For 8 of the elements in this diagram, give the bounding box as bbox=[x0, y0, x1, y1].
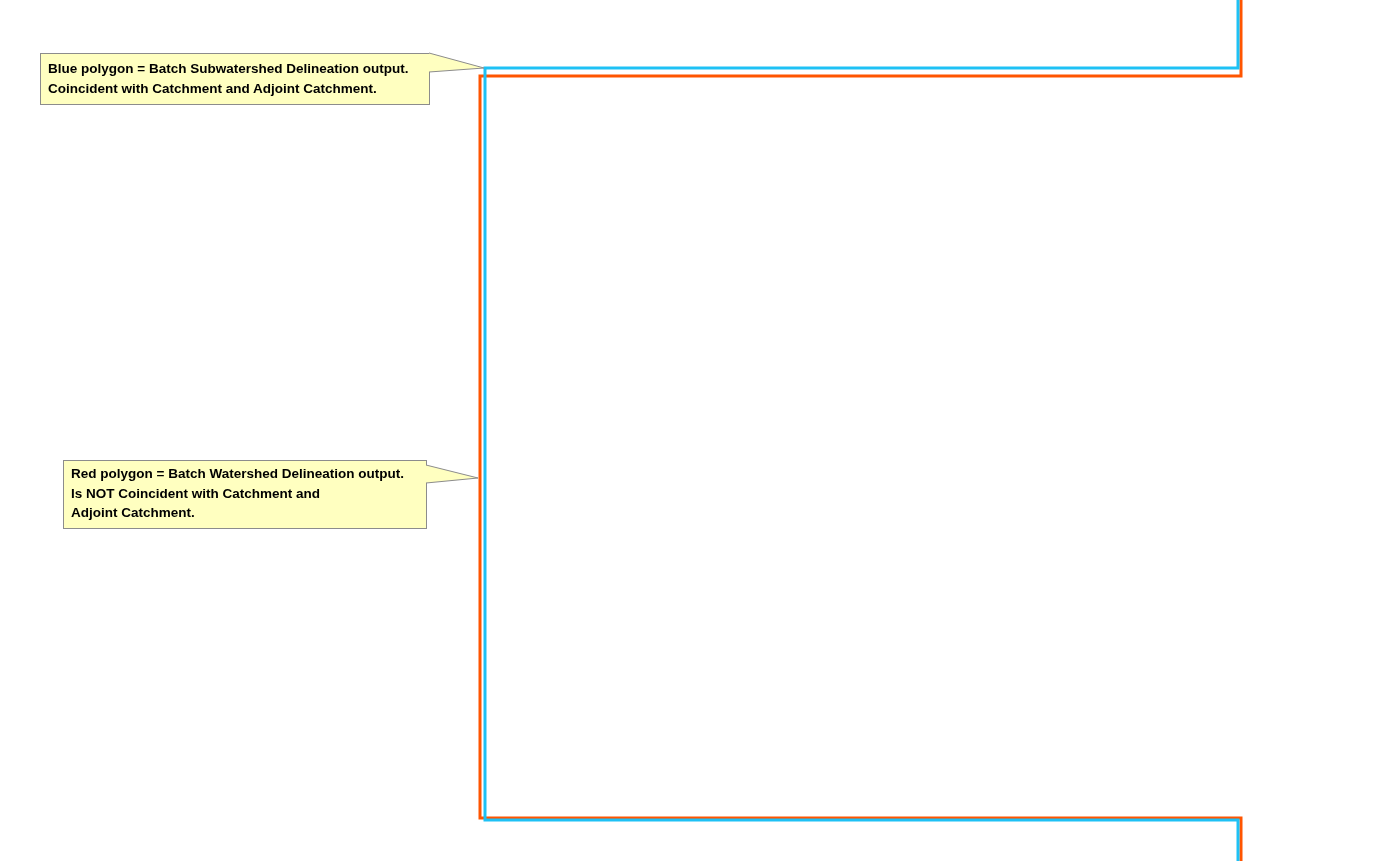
callout-text: Red polygon = Batch Watershed Delineation output. bbox=[71, 465, 405, 483]
callout-pointer bbox=[428, 52, 485, 73]
callout-text: Blue polygon = Batch Subwatershed Delineation output. bbox=[48, 60, 410, 78]
callout-pointer bbox=[425, 464, 479, 484]
callout-box bbox=[63, 460, 427, 529]
callout-text: Coincident with Catchment and Adjoint Catchment. bbox=[48, 79, 378, 98]
callout-box bbox=[40, 53, 430, 105]
callout-text: Is NOT Coincident with Catchment and Adjoint Catchment. bbox=[71, 484, 321, 522]
